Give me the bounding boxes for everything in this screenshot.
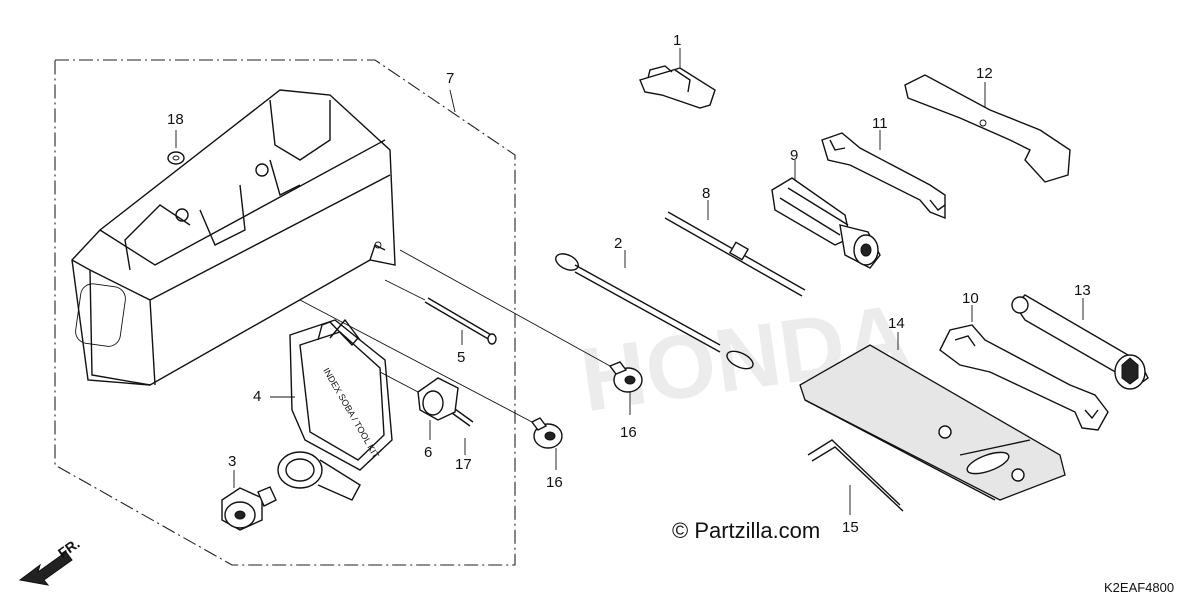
callout-7: 7 [446, 70, 454, 87]
callout-3: 3 [228, 453, 236, 470]
callout-5: 5 [457, 349, 465, 366]
part-16-bolt-left[interactable] [299, 299, 563, 470]
callout-11: 11 [872, 115, 888, 132]
callout-4: 4 [253, 388, 261, 405]
part-16-bolt-right[interactable] [399, 249, 643, 415]
part-10-wrench[interactable] [939, 305, 1109, 431]
callout-10: 10 [962, 290, 979, 307]
hose-fitting [277, 451, 361, 501]
callout-16-left: 16 [546, 474, 563, 491]
part-17-pin[interactable] [451, 408, 474, 455]
callout-9: 9 [790, 147, 798, 164]
part-11-wrench[interactable] [821, 130, 946, 220]
front-arrow-icon [18, 551, 73, 586]
part-8-screwdriver-bit[interactable] [664, 200, 806, 297]
callout-18: 18 [167, 111, 184, 128]
callout-8: 8 [702, 185, 710, 202]
callout-15: 15 [842, 519, 859, 536]
copyright-text: © Partzilla.com [672, 518, 820, 543]
assembly-boundary [54, 59, 516, 566]
diagram-code: K2EAF4800 [1104, 580, 1174, 595]
part-18-washer[interactable] [167, 130, 185, 165]
part-13-box-wrench[interactable] [1011, 294, 1149, 390]
callout-labels: 1 2 3 4 5 6 7 8 9 10 11 12 13 14 15 16 1… [167, 32, 1091, 536]
part-1-clip[interactable] [639, 48, 716, 109]
part-15-hex-key[interactable] [807, 439, 904, 515]
part-5-pin[interactable] [384, 279, 497, 345]
part-14-tool-bag[interactable] [799, 332, 1066, 501]
callout-2: 2 [614, 235, 622, 252]
callout-17: 17 [455, 456, 472, 473]
part-4-tool-case[interactable]: INDEX SOBA / TOOL KIT [270, 318, 393, 471]
callout-13: 13 [1074, 282, 1091, 299]
part-9-screwdriver-handle[interactable] [771, 160, 881, 269]
part-6-collar[interactable] [379, 371, 459, 440]
part-2-tommy-bar[interactable] [553, 250, 755, 372]
callout-6: 6 [424, 444, 432, 461]
callout-14: 14 [888, 315, 905, 332]
front-direction-indicator: FR. [18, 535, 83, 586]
callout-1: 1 [673, 32, 681, 49]
part-12-hook-spanner[interactable] [904, 74, 1071, 183]
callout-12: 12 [976, 65, 993, 82]
part-7-tool-box[interactable] [71, 89, 396, 386]
part-3-rubber-mount[interactable] [221, 470, 277, 531]
callout-16-right: 16 [620, 424, 637, 441]
